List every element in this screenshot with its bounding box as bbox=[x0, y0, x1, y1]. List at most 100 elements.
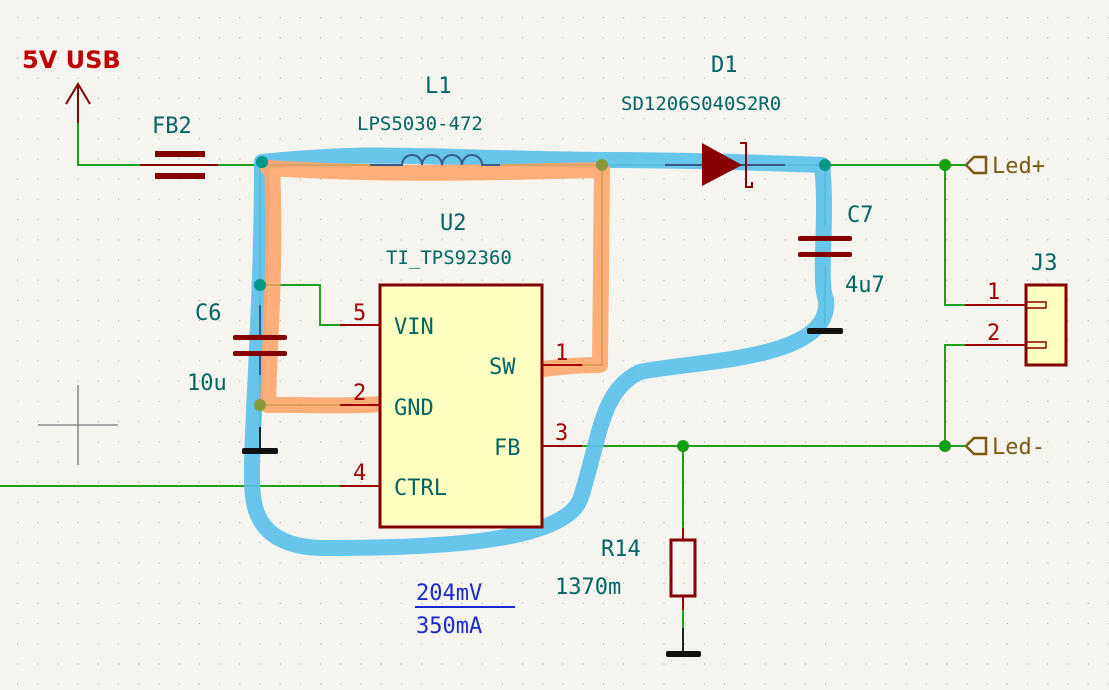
grid-dot bbox=[1006, 118, 1008, 120]
grid-dot bbox=[784, 522, 786, 524]
grid-dot bbox=[340, 57, 342, 59]
grid-dot bbox=[582, 77, 584, 79]
grid-dot bbox=[279, 663, 281, 665]
grid-dot bbox=[138, 259, 140, 261]
grid-dot bbox=[663, 37, 665, 39]
grid-dot bbox=[138, 501, 140, 503]
grid-dot bbox=[37, 461, 39, 463]
hier-label-led-plus[interactable]: Led+ bbox=[964, 154, 1045, 179]
grid-dot bbox=[178, 299, 180, 301]
c7-value: 4u7 bbox=[845, 273, 885, 298]
grid-dot bbox=[1006, 17, 1008, 19]
grid-dot bbox=[1067, 17, 1069, 19]
grid-dot bbox=[602, 481, 604, 483]
resistor-r14[interactable]: R14 1370m bbox=[555, 528, 697, 610]
grid-dot bbox=[845, 623, 847, 625]
grid-dot bbox=[784, 118, 786, 120]
grid-dot bbox=[1067, 57, 1069, 59]
grid-dot bbox=[501, 562, 503, 564]
ground-symbol[interactable] bbox=[666, 628, 701, 657]
grid-dot bbox=[703, 198, 705, 200]
inductor-l1[interactable]: L1 LPS5030-472 bbox=[357, 74, 500, 166]
grid-dot bbox=[400, 138, 402, 140]
grid-dot bbox=[158, 198, 160, 200]
grid-dot bbox=[784, 17, 786, 19]
grid-dot bbox=[926, 239, 928, 241]
grid-dot bbox=[926, 602, 928, 604]
grid-dot bbox=[865, 400, 867, 402]
grid-dot bbox=[501, 663, 503, 665]
grid-dot bbox=[17, 37, 19, 39]
input-current-loop-highlight[interactable] bbox=[243, 147, 835, 556]
ground-symbol[interactable] bbox=[242, 427, 278, 454]
grid-dot bbox=[299, 77, 301, 79]
ic-u2[interactable]: U2 TI_TPS92360 5 VIN 2 GND 4 CTRL 1 SW 3… bbox=[340, 211, 582, 529]
grid-dot bbox=[784, 542, 786, 544]
grid-dot bbox=[1027, 380, 1029, 382]
grid-dot bbox=[1087, 421, 1089, 423]
grid-dot bbox=[461, 663, 463, 665]
grid-dot bbox=[724, 501, 726, 503]
hier-label-led-minus[interactable]: Led- bbox=[964, 435, 1045, 460]
pin-name: SW bbox=[489, 355, 516, 380]
connector-j3[interactable]: J3 1 2 bbox=[965, 251, 1068, 367]
grid-dot bbox=[744, 299, 746, 301]
grid-dot bbox=[582, 57, 584, 59]
grid-dot bbox=[138, 380, 140, 382]
grid-dot bbox=[501, 239, 503, 241]
grid-dot bbox=[643, 582, 645, 584]
grid-dot bbox=[219, 501, 221, 503]
text-note-sense-calc[interactable]: 204mV 350mA bbox=[415, 581, 515, 639]
wire[interactable] bbox=[944, 344, 965, 446]
grid-dot bbox=[178, 623, 180, 625]
grid-dot bbox=[17, 340, 19, 342]
grid-dot bbox=[299, 481, 301, 483]
grid-dot bbox=[643, 340, 645, 342]
grid-dot bbox=[825, 77, 827, 79]
power-symbol-5v-usb[interactable]: 5V USB bbox=[22, 46, 121, 123]
wire[interactable] bbox=[944, 165, 965, 306]
grid-dot bbox=[663, 522, 665, 524]
grid-dot bbox=[259, 643, 261, 645]
grid-dot bbox=[966, 643, 968, 645]
diode-d1[interactable]: D1 SD1206S040S2R0 bbox=[621, 53, 785, 188]
grid-dot bbox=[966, 400, 968, 402]
grid-dot bbox=[219, 138, 221, 140]
grid-dot bbox=[885, 320, 887, 322]
grid-dot bbox=[299, 198, 301, 200]
grid-dot bbox=[825, 37, 827, 39]
grid-dot bbox=[1087, 37, 1089, 39]
wire[interactable] bbox=[260, 284, 340, 326]
grid-dot bbox=[784, 562, 786, 564]
grid-dot bbox=[623, 118, 625, 120]
capacitor-c6[interactable]: C6 10u bbox=[187, 301, 287, 396]
grid-dot bbox=[178, 380, 180, 382]
grid-dot bbox=[764, 421, 766, 423]
capacitor-c7[interactable]: C7 4u7 bbox=[798, 203, 885, 298]
ground-symbol[interactable] bbox=[807, 328, 843, 334]
grid-dot bbox=[602, 522, 604, 524]
grid-dot bbox=[825, 643, 827, 645]
grid-dot bbox=[57, 663, 59, 665]
grid-dot bbox=[845, 118, 847, 120]
grid-dot bbox=[986, 461, 988, 463]
grid-dot bbox=[966, 17, 968, 19]
grid-dot bbox=[1067, 77, 1069, 79]
grid-dot bbox=[1047, 643, 1049, 645]
grid-dot bbox=[643, 299, 645, 301]
grid-dot bbox=[481, 37, 483, 39]
grid-dot bbox=[966, 158, 968, 160]
grid-dot bbox=[1107, 441, 1109, 443]
grid-dot bbox=[804, 643, 806, 645]
grid-dot bbox=[461, 138, 463, 140]
grid-dot bbox=[360, 299, 362, 301]
grid-dot bbox=[219, 562, 221, 564]
grid-dot bbox=[1006, 97, 1008, 99]
grid-dot bbox=[219, 279, 221, 281]
wire[interactable] bbox=[77, 123, 140, 166]
grid-dot bbox=[320, 623, 322, 625]
ferrite-bead-fb2[interactable]: FB2 bbox=[140, 114, 218, 179]
grid-dot bbox=[299, 219, 301, 221]
grid-dot bbox=[986, 481, 988, 483]
